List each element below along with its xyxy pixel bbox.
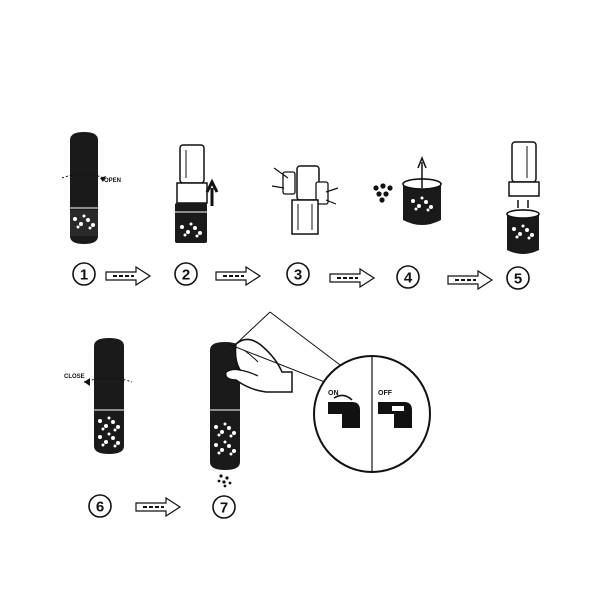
svg-text:6: 6 <box>96 499 104 516</box>
on-label: ON <box>328 390 339 397</box>
step-1-grinder <box>61 132 106 244</box>
step-number-2: 2 <box>174 262 198 286</box>
arrow-step-1-to-2 <box>105 266 151 286</box>
step-2-grinder <box>175 144 219 243</box>
arrow-step-2-to-3 <box>215 266 261 286</box>
arrow-step-4-to-5 <box>447 270 493 290</box>
step-number-1: 1 <box>72 262 96 286</box>
step-7-grinder <box>210 342 240 488</box>
step-5-reassemble <box>506 141 540 254</box>
close-label: CLOSE <box>64 374 85 380</box>
svg-text:2: 2 <box>182 267 190 284</box>
step-number-3: 3 <box>286 262 310 286</box>
step-6-grinder <box>83 338 133 454</box>
svg-text:7: 7 <box>220 500 228 517</box>
svg-text:5: 5 <box>514 271 522 288</box>
svg-text:1: 1 <box>80 267 88 284</box>
step-number-6: 6 <box>88 494 112 518</box>
step-number-4: 4 <box>396 265 420 289</box>
step-number-7: 7 <box>212 495 236 519</box>
callout-line-left <box>227 343 341 389</box>
hand-icon <box>224 338 293 393</box>
arrow-step-6-to-7 <box>135 497 181 517</box>
callout-line-top <box>235 311 271 345</box>
arrow-step-3-to-4 <box>329 268 375 288</box>
off-label: OFF <box>378 390 393 397</box>
svg-text:3: 3 <box>294 267 302 284</box>
open-label: OPEN <box>104 178 121 184</box>
step-3-battery-insert <box>271 165 339 235</box>
step-number-5: 5 <box>506 266 530 290</box>
on-off-callout <box>313 355 431 473</box>
step-4-refill <box>373 155 442 225</box>
svg-text:4: 4 <box>404 270 413 287</box>
